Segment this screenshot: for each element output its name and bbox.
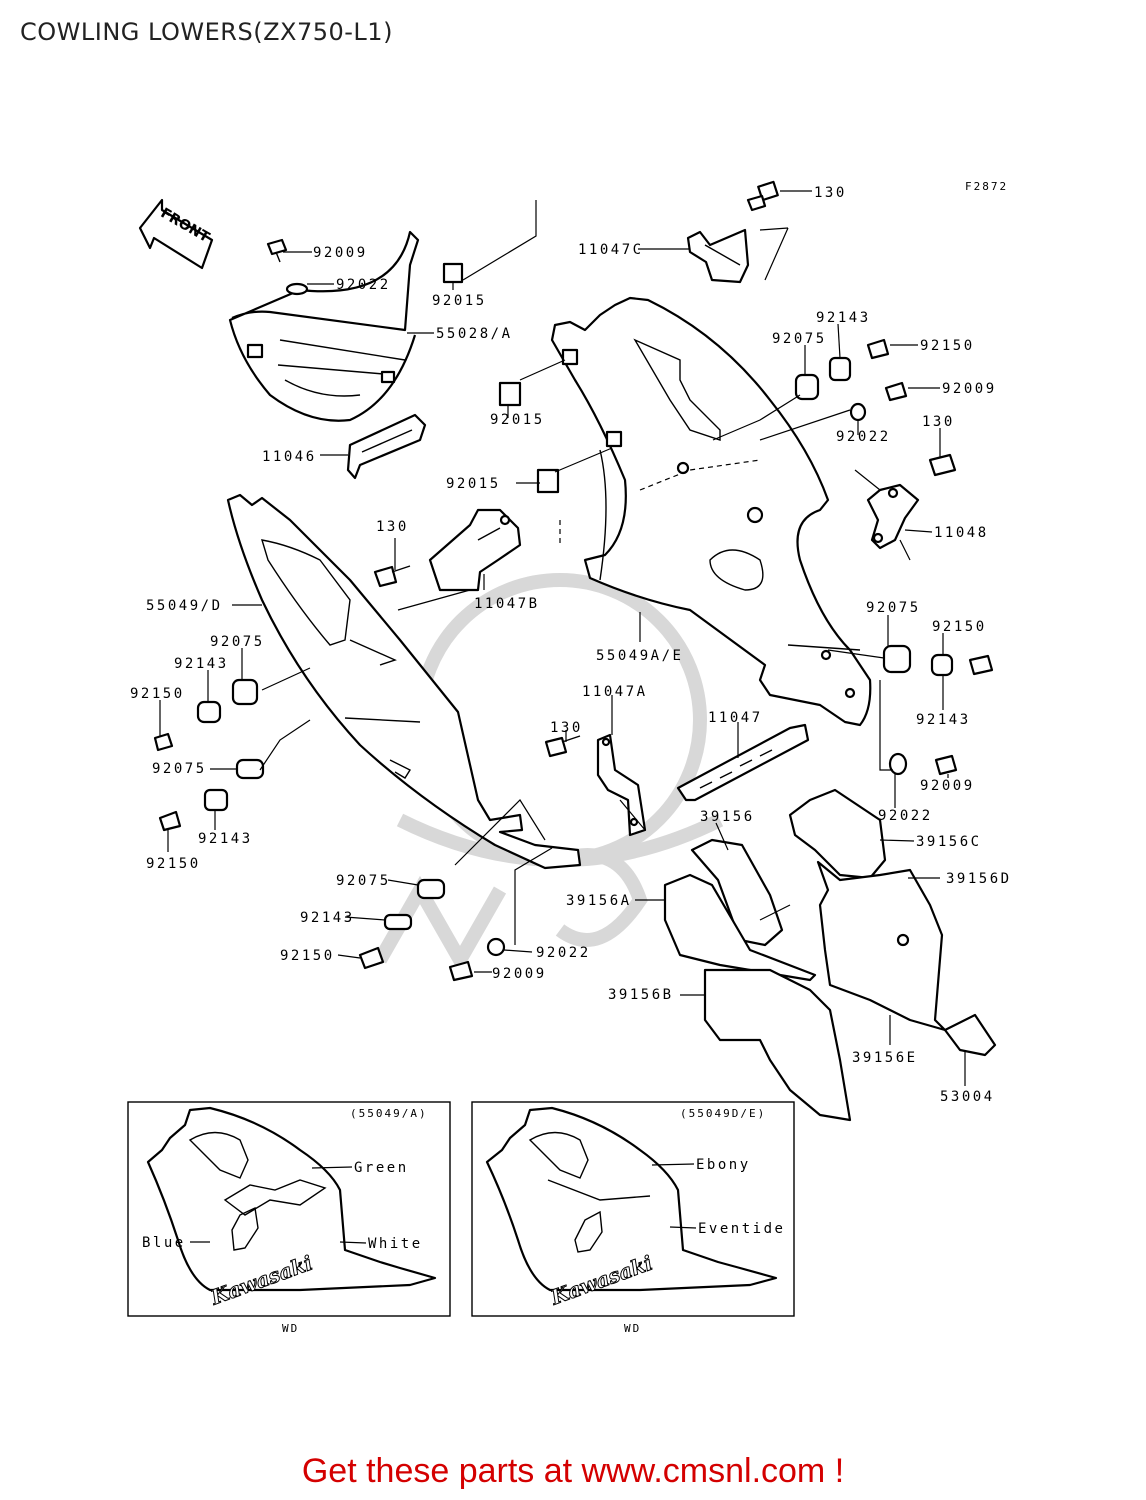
callout-92143: 92143 [816,310,871,326]
bracket-11046 [346,413,427,480]
callout-130: 130 [376,519,409,535]
callout-92009: 92009 [492,966,547,982]
callout-92022: 92022 [536,945,591,961]
inner-cover-55028 [228,230,420,422]
callout-92075: 92075 [152,761,207,777]
callout-92075: 92075 [772,331,827,347]
callout-92143: 92143 [198,831,253,847]
callout-92009: 92009 [920,778,975,794]
callout-53004: 53004 [940,1089,995,1105]
callout-92009: 92009 [942,381,997,397]
market-code: WD [282,1322,299,1335]
callout-11048: 11048 [934,525,989,541]
color-label-white: White [368,1236,423,1252]
callout-92150: 92150 [932,619,987,635]
callout-39156D: 39156D [946,871,1012,887]
callout-92150: 92150 [920,338,975,354]
callout-92075: 92075 [866,600,921,616]
inset-55049DE: (55049D/E) Kawasaki Ebony Eventide WD [471,1101,795,1335]
callout-55028A: 55028/A [436,326,513,342]
bracket-11047A [596,733,647,837]
market-code: WD [624,1322,641,1335]
footer-link[interactable]: Get these parts at www.cmsnl.com ! [301,1452,845,1490]
bracket-11048 [866,483,920,550]
callout-92015: 92015 [432,293,487,309]
bracket-11047B [428,508,522,592]
callout-92015: 92015 [490,412,545,428]
callout-11047A: 11047A [582,684,648,700]
leader-lines [159,190,966,1086]
callout-55049D: 55049/D [146,598,223,614]
inset-55049A: (55049/A) Kawasaki Green Blue White WD [127,1101,451,1335]
callout-92009: 92009 [313,245,368,261]
callout-39156C: 39156C [916,834,982,850]
color-label-eventide: Eventide [698,1221,785,1237]
stay-11047 [676,723,810,802]
bracket-11047C [686,228,750,284]
callout-92022: 92022 [336,277,391,293]
callout-11046: 11046 [262,449,317,465]
dashed-assembly-lines [559,459,761,545]
heat-panels-39156 [663,788,997,1122]
right-cowling-55049AE [550,296,872,727]
callout-92015: 92015 [446,476,501,492]
left-cowling-55049D [226,493,582,870]
part-callouts: 130 11047C 92009 92022 92015 55028/A 110… [130,185,1012,1105]
callout-11047B: 11047B [474,596,540,612]
callout-92143: 92143 [300,910,355,926]
front-arrow-icon: FRONT [138,198,214,270]
callout-92150: 92150 [280,948,335,964]
inset-code: (55049/A) [350,1107,428,1120]
callout-92150: 92150 [146,856,201,872]
callout-92150: 92150 [130,686,185,702]
callout-92143: 92143 [916,712,971,728]
clip-92015-top [442,262,464,284]
figure-code: F2872 [965,180,1008,193]
page-title: COWLING LOWERS(ZX750-L1) [20,18,393,46]
callout-39156A: 39156A [566,893,632,909]
callout-92022: 92022 [878,808,933,824]
callout-92022: 92022 [836,429,891,445]
callout-130: 130 [922,414,955,430]
callout-130: 130 [814,185,847,201]
callout-11047: 11047 [708,710,763,726]
fasteners [153,180,994,982]
callout-92075: 92075 [210,634,265,650]
callout-39156E: 39156E [852,1050,918,1066]
callout-92075: 92075 [336,873,391,889]
color-label-ebony: Ebony [696,1157,751,1173]
callout-39156B: 39156B [608,987,674,1003]
callout-55049AE: 55049A/E [596,648,683,664]
callout-130: 130 [550,720,583,736]
callout-39156: 39156 [700,809,755,825]
color-label-blue: Blue [142,1235,186,1251]
callout-92143: 92143 [174,656,229,672]
color-label-green: Green [354,1160,409,1176]
inset-code: (55049D/E) [680,1107,766,1120]
callout-11047C: 11047C [578,242,644,258]
